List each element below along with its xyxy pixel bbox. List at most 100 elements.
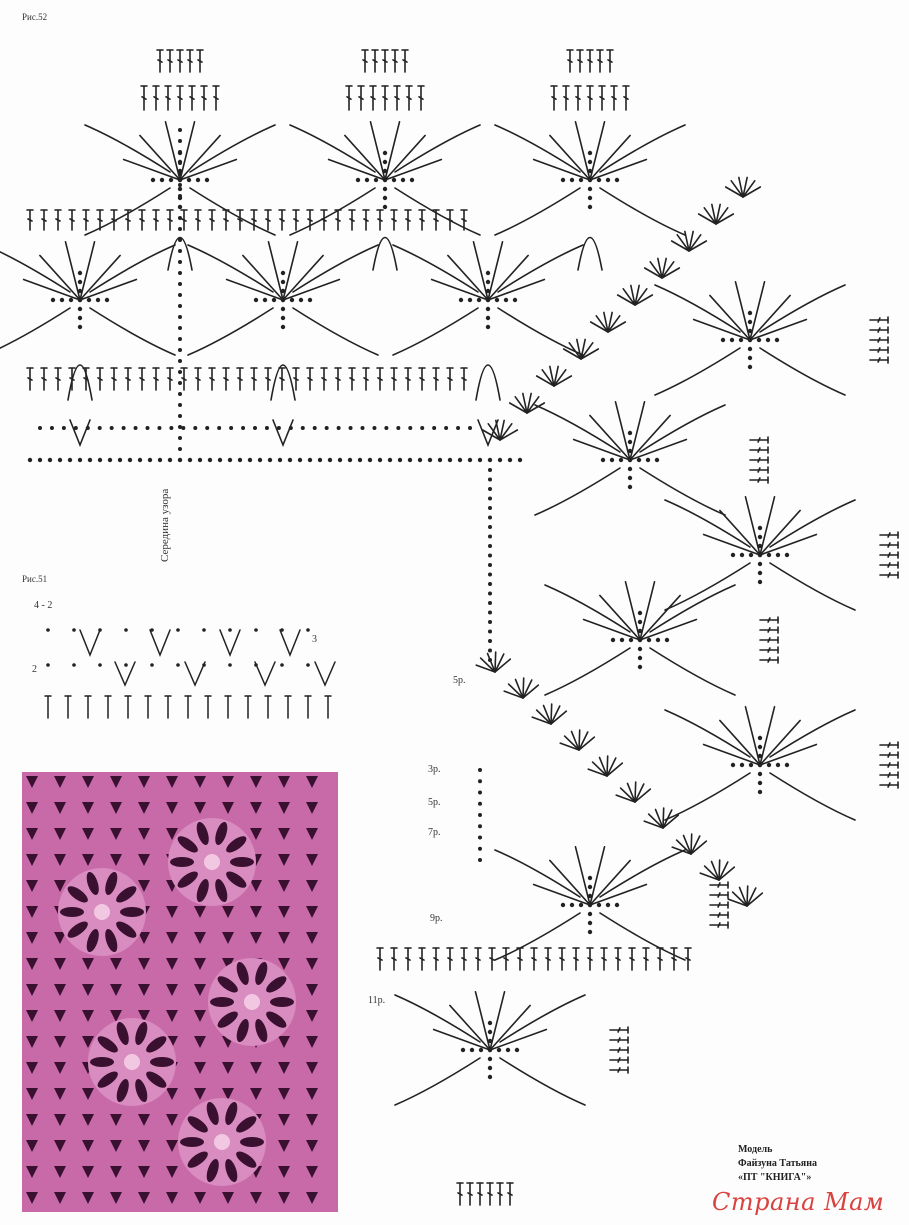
stitch-symbol	[750, 447, 768, 453]
small-stitch-chart: 4 - 2 3 2	[30, 600, 340, 740]
chain-dot	[432, 426, 436, 430]
stitch-symbol	[880, 572, 898, 578]
chain-dot	[281, 325, 285, 329]
stitch-symbol	[377, 210, 383, 230]
chain-dot	[263, 298, 267, 302]
chain-dot	[160, 178, 164, 182]
chain-arc	[650, 585, 735, 632]
chain-dot	[178, 194, 182, 198]
chain-dot	[767, 553, 771, 557]
chain-arc	[498, 308, 583, 355]
stitch-symbol	[349, 368, 355, 390]
stitch-symbol	[880, 562, 898, 568]
lace-hole	[306, 984, 318, 996]
lace-hole	[26, 906, 38, 918]
lace-hole	[26, 802, 38, 814]
chain-dot	[313, 426, 317, 430]
stitch-symbol	[587, 948, 593, 970]
chain-dot	[289, 426, 293, 430]
chain-arc	[770, 710, 855, 757]
lace-hole	[194, 932, 206, 944]
credit-block: Модель Файзуна Татьяна «ПТ "КНИГА"»	[738, 1143, 898, 1185]
lace-hole	[278, 1192, 290, 1204]
lace-center	[214, 1134, 230, 1150]
chain-dot	[478, 813, 482, 817]
lace-hole	[54, 802, 66, 814]
chain-dot	[396, 426, 400, 430]
chain-dot	[383, 151, 387, 155]
chain-dot	[325, 426, 329, 430]
loop-arc	[168, 238, 192, 271]
chain-dot	[388, 458, 392, 462]
chain-dot	[488, 487, 492, 491]
chain-dot	[374, 178, 378, 182]
lace-hole	[82, 958, 94, 970]
stitch-symbol	[402, 50, 408, 72]
chain-arc	[770, 563, 855, 610]
chain-dot	[358, 458, 362, 462]
chain-arc	[293, 308, 378, 355]
chain-dot	[767, 763, 771, 767]
chain-dot	[205, 178, 209, 182]
chain-dot	[178, 403, 182, 407]
chain-dot	[178, 447, 182, 451]
chain-dot	[51, 298, 55, 302]
chain-arc	[395, 995, 480, 1042]
stitch-symbol	[346, 86, 352, 110]
loop-arc	[578, 238, 602, 271]
stitch-symbol	[41, 368, 47, 390]
chain-dot	[459, 298, 463, 302]
chain-dot	[258, 458, 262, 462]
chain-dot	[248, 458, 252, 462]
chain-dot	[638, 656, 642, 660]
lace-hole	[26, 776, 38, 788]
chain-arc	[665, 563, 750, 610]
stitch-symbol	[377, 948, 383, 970]
chain-dot	[178, 304, 182, 308]
stitch-symbol	[213, 86, 219, 110]
chain-dot	[488, 468, 492, 472]
stitch-symbol	[153, 210, 159, 230]
chain-dot	[176, 663, 180, 667]
lace-hole	[222, 1062, 234, 1074]
stitch-symbol	[880, 552, 898, 558]
chain-dot	[478, 824, 482, 828]
chain-dot	[178, 183, 182, 187]
chain-dot	[68, 458, 72, 462]
chain-dot	[588, 930, 592, 934]
stitch-symbol	[237, 210, 243, 230]
lace-hole	[26, 1192, 38, 1204]
chain-dot	[78, 316, 82, 320]
stitch-symbol	[870, 317, 888, 323]
chain-dot	[228, 628, 232, 632]
chain-dot	[356, 178, 360, 182]
chain-dot	[202, 628, 206, 632]
chain-dot	[739, 338, 743, 342]
small-fan	[315, 662, 335, 685]
lace-hole	[26, 984, 38, 996]
chain-dot	[178, 293, 182, 297]
chain-dot	[108, 458, 112, 462]
stitch-symbol	[55, 368, 61, 390]
chain-dot	[488, 544, 492, 548]
stitch-symbol	[880, 762, 898, 768]
chain-dot	[208, 458, 212, 462]
chain-dot	[217, 426, 221, 430]
stitch-symbol	[382, 86, 388, 110]
stitch-symbol	[447, 948, 453, 970]
chain-dot	[478, 847, 482, 851]
chain-dot	[46, 663, 50, 667]
chain-dot	[478, 791, 482, 795]
lace-hole	[26, 1062, 38, 1074]
stitch-symbol	[167, 210, 173, 230]
lace-hole	[110, 958, 122, 970]
stitch-symbol	[370, 86, 376, 110]
chain-dot	[468, 298, 472, 302]
chain-dot	[637, 458, 641, 462]
stitch-symbol	[363, 210, 369, 230]
stitch-symbol	[601, 948, 607, 970]
lace-hole	[54, 984, 66, 996]
lace-petal	[230, 857, 254, 867]
chain-dot	[337, 426, 341, 430]
